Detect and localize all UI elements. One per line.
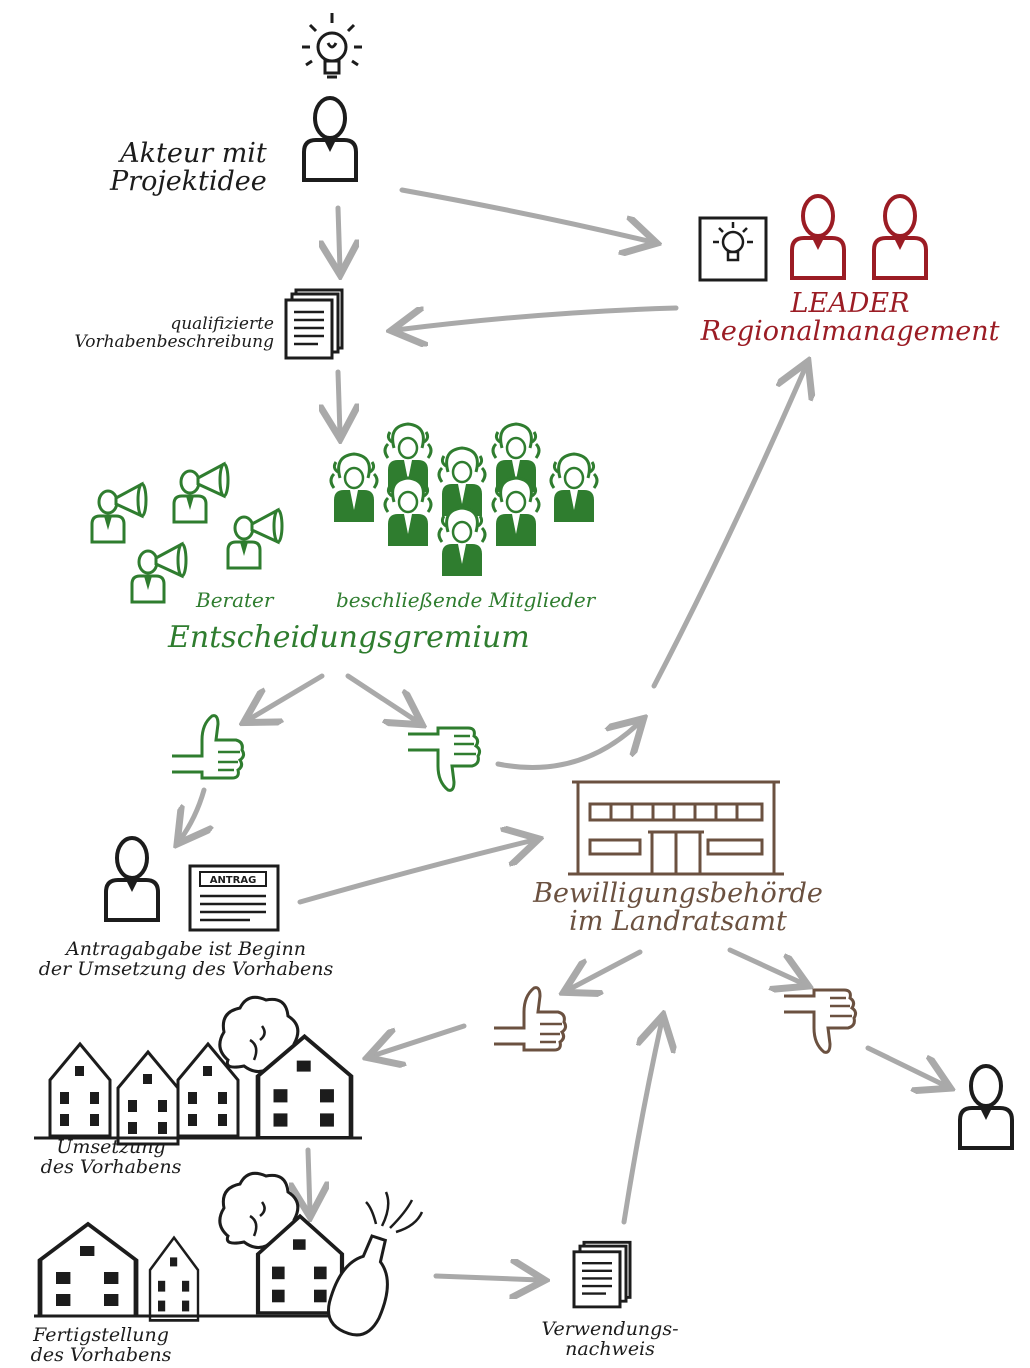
arrow-description-to-board <box>338 369 340 434</box>
implementation-label-line1: Umsetzung <box>56 1136 166 1158</box>
proof-label: Verwendungs- nachweis <box>520 1318 700 1360</box>
arrow-completion-to-proof <box>433 1276 540 1280</box>
thumbs-up-icon <box>492 986 568 1052</box>
house-icon <box>116 1050 180 1146</box>
arrow-approve-to-applicant <box>180 787 204 840</box>
actor-label-line1: Akteur mit <box>120 138 267 169</box>
arrow-reject-to-person <box>865 1045 946 1086</box>
implementation-scene <box>34 995 362 1146</box>
proof-label-line1: Verwendungs- <box>541 1318 679 1340</box>
flow-arrows <box>180 187 946 1280</box>
leader-idea-card-icon <box>698 216 768 282</box>
implementation-label-line2: des Vorhabens <box>40 1155 182 1178</box>
board-title: Entscheidungsgremium <box>168 620 530 655</box>
proof-label-line2: nachweis <box>565 1337 655 1360</box>
authority-label: Bewilligungsbehörde im Landratsamt <box>520 878 836 938</box>
house-icon <box>148 1236 200 1322</box>
members-label: beschließende Mitglieder <box>336 588 596 612</box>
leader-label: LEADER Regionalmanagement <box>680 288 1020 348</box>
description-label: qualifizierte Vorhabenbeschreibung <box>22 314 274 352</box>
leader-manager-2 <box>872 194 928 280</box>
description-label-line1: qualifizierte <box>170 314 274 334</box>
implementation-label: Umsetzung des Vorhabens <box>18 1136 204 1178</box>
house-icon <box>48 1042 112 1138</box>
house-icon <box>40 1224 136 1316</box>
authority-label-line2: im Landratsamt <box>569 906 787 938</box>
advisor-group <box>90 462 284 604</box>
megaphone-advisor-icon <box>90 482 148 544</box>
board-member-icon <box>329 452 379 524</box>
completion-scene <box>34 1171 424 1337</box>
lightbulb-icon <box>302 13 362 79</box>
completion-label-line2: des Vorhabens <box>30 1343 172 1366</box>
leader-manager-1 <box>790 194 846 280</box>
application-form-icon: ANTRAG <box>188 864 280 932</box>
arrow-approve-to-implementation <box>372 1023 467 1056</box>
thumbs-down-icon <box>406 726 482 792</box>
megaphone-advisor-icon <box>130 542 188 604</box>
champagne-bottle-icon <box>327 1191 424 1337</box>
authority-label-line1: Bewilligungsbehörde <box>533 878 823 909</box>
arrow-proof-to-authority <box>621 1020 662 1225</box>
completion-label: Fertigstellung des Vorhabens <box>14 1324 188 1366</box>
description-label-line2: Vorhabenbeschreibung <box>74 331 274 352</box>
document-stack-icon <box>572 1240 632 1309</box>
arrow-authority-to-reject <box>727 947 804 984</box>
thumbs-up-icon <box>170 714 246 780</box>
board-member-icon <box>437 506 487 578</box>
document-stack-icon <box>284 288 344 360</box>
thumbs-down-icon <box>782 988 858 1054</box>
arrow-board-to-reject <box>345 673 418 722</box>
arrow-board-to-leader-long <box>651 366 806 689</box>
board-member-icon <box>383 476 433 548</box>
person-icon <box>104 836 160 922</box>
arrow-actor-to-description <box>338 205 340 270</box>
leader-label-line2: Regionalmanagement <box>700 316 1000 348</box>
building-icon <box>568 780 784 876</box>
advisors-label: Berater <box>196 588 274 612</box>
application-label: Antragabgabe ist Beginn der Umsetzung de… <box>8 938 364 980</box>
megaphone-advisor-icon <box>226 508 284 570</box>
application-label-line2: der Umsetzung des Vorhabens <box>38 957 334 980</box>
person-icon <box>302 96 358 182</box>
arrow-actor-to-leader <box>399 187 652 242</box>
arrow-application-to-authority <box>297 840 534 905</box>
completion-label-line1: Fertigstellung <box>33 1324 169 1346</box>
leader-label-line1: LEADER <box>790 288 910 319</box>
person-icon <box>958 1064 1014 1150</box>
application-label-line1: Antragabgabe ist Beginn <box>65 938 306 960</box>
arrow-authority-to-approve <box>568 949 643 990</box>
board-member-icon <box>437 446 487 518</box>
application-form-label: ANTRAG <box>210 875 257 886</box>
actor-label-line2: Projektidee <box>110 166 267 198</box>
actor-label: Akteur mit Projektidee <box>110 138 267 198</box>
arrow-leader-to-description <box>396 305 679 330</box>
board-member-icon <box>491 476 541 548</box>
arrow-reject-to-leader <box>495 722 640 770</box>
arrow-implementation-to-completion <box>308 1147 310 1212</box>
megaphone-advisor-icon <box>172 462 230 524</box>
board-member-group <box>329 422 599 578</box>
arrow-board-to-approve <box>248 673 325 720</box>
board-member-icon <box>549 452 599 524</box>
